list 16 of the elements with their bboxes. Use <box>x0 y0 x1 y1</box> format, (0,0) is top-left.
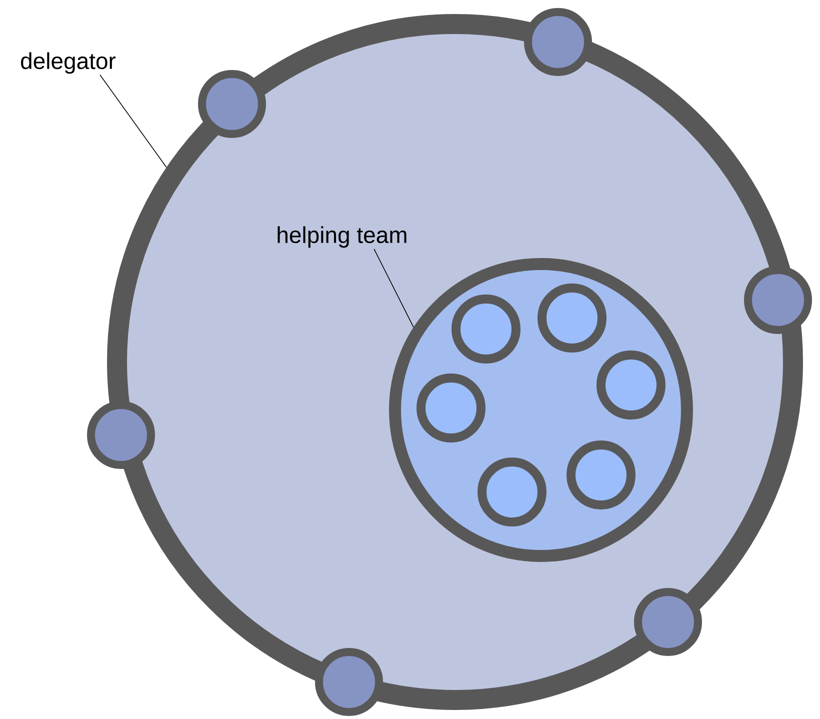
rim-circle <box>315 648 383 716</box>
rim-circle <box>198 70 266 138</box>
leader-line <box>100 74 167 168</box>
small-circle <box>452 294 520 364</box>
small-circle <box>416 373 486 442</box>
rim-circle <box>524 8 592 76</box>
leader-line <box>374 248 414 328</box>
rim-circle <box>87 400 155 469</box>
rim-circle <box>744 266 812 334</box>
small-circle <box>478 457 546 526</box>
rim-circle <box>634 588 702 656</box>
small-circle <box>538 283 606 352</box>
small-circle <box>566 440 636 510</box>
callout-label: delegator <box>21 52 116 74</box>
small-circle <box>596 350 666 420</box>
callout-label: helping team <box>278 226 406 248</box>
